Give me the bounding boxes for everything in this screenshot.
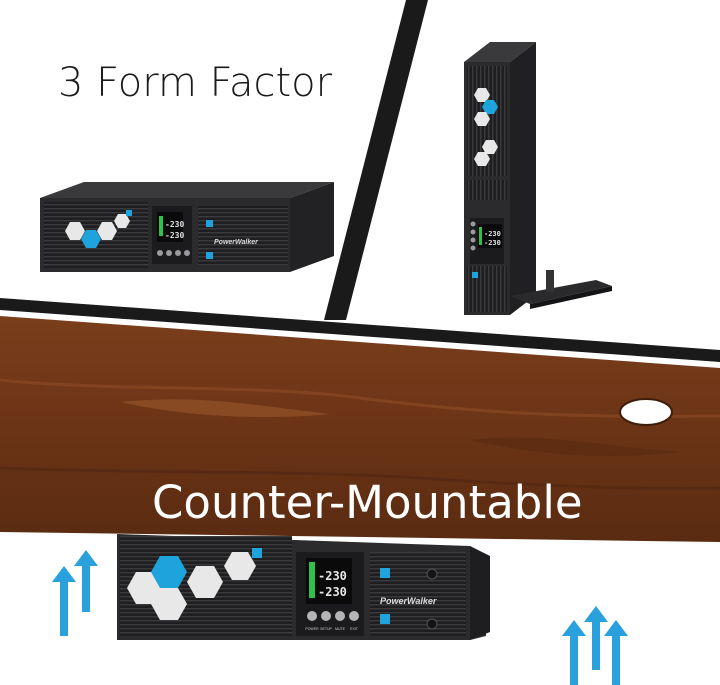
mute-button <box>335 611 345 621</box>
mounted-brand: PowerWalker <box>380 596 437 606</box>
setup-button-label: SETUP <box>320 627 332 631</box>
exit-button <box>349 611 359 621</box>
setup-button <box>321 611 331 621</box>
horizontal-divider <box>0 298 720 362</box>
power-button <box>307 611 317 621</box>
up-arrow-icon <box>52 550 98 636</box>
mounted-lcd-line2: -230 <box>318 585 347 599</box>
hexagon-icon <box>65 214 130 248</box>
diagonal-divider <box>324 0 428 320</box>
rack-ups-unit: -230 -230 PowerWalker <box>40 182 334 272</box>
tower-lcd-line2: -230 <box>484 239 501 247</box>
up-arrow-icon-right <box>562 606 628 685</box>
tower-ups-unit: -230 -230 <box>464 42 612 315</box>
mute-button-label: MUTE <box>335 627 346 631</box>
mounted-ups-unit: -230 -230 POWER SETUP MUTE EXIT PowerWal… <box>117 534 490 640</box>
power-button-label: POWER <box>305 627 319 631</box>
rack-lcd-line1: -230 <box>165 220 184 229</box>
wood-counter <box>0 316 720 542</box>
rack-lcd-line2: -230 <box>165 231 184 240</box>
headline: 3 Form Factor <box>58 60 333 106</box>
mount-bracket <box>510 270 612 309</box>
cable-hole <box>620 399 672 425</box>
tower-hexagon-icon <box>474 88 498 166</box>
caption: Counter-Mountable <box>152 476 583 529</box>
mounted-hexagon-icon <box>127 552 256 620</box>
mounted-lcd-line1: -230 <box>318 569 347 583</box>
tower-lcd-line1: -230 <box>484 230 501 238</box>
rack-brand: PowerWalker <box>214 239 259 246</box>
exit-button-label: EXIT <box>350 627 359 631</box>
